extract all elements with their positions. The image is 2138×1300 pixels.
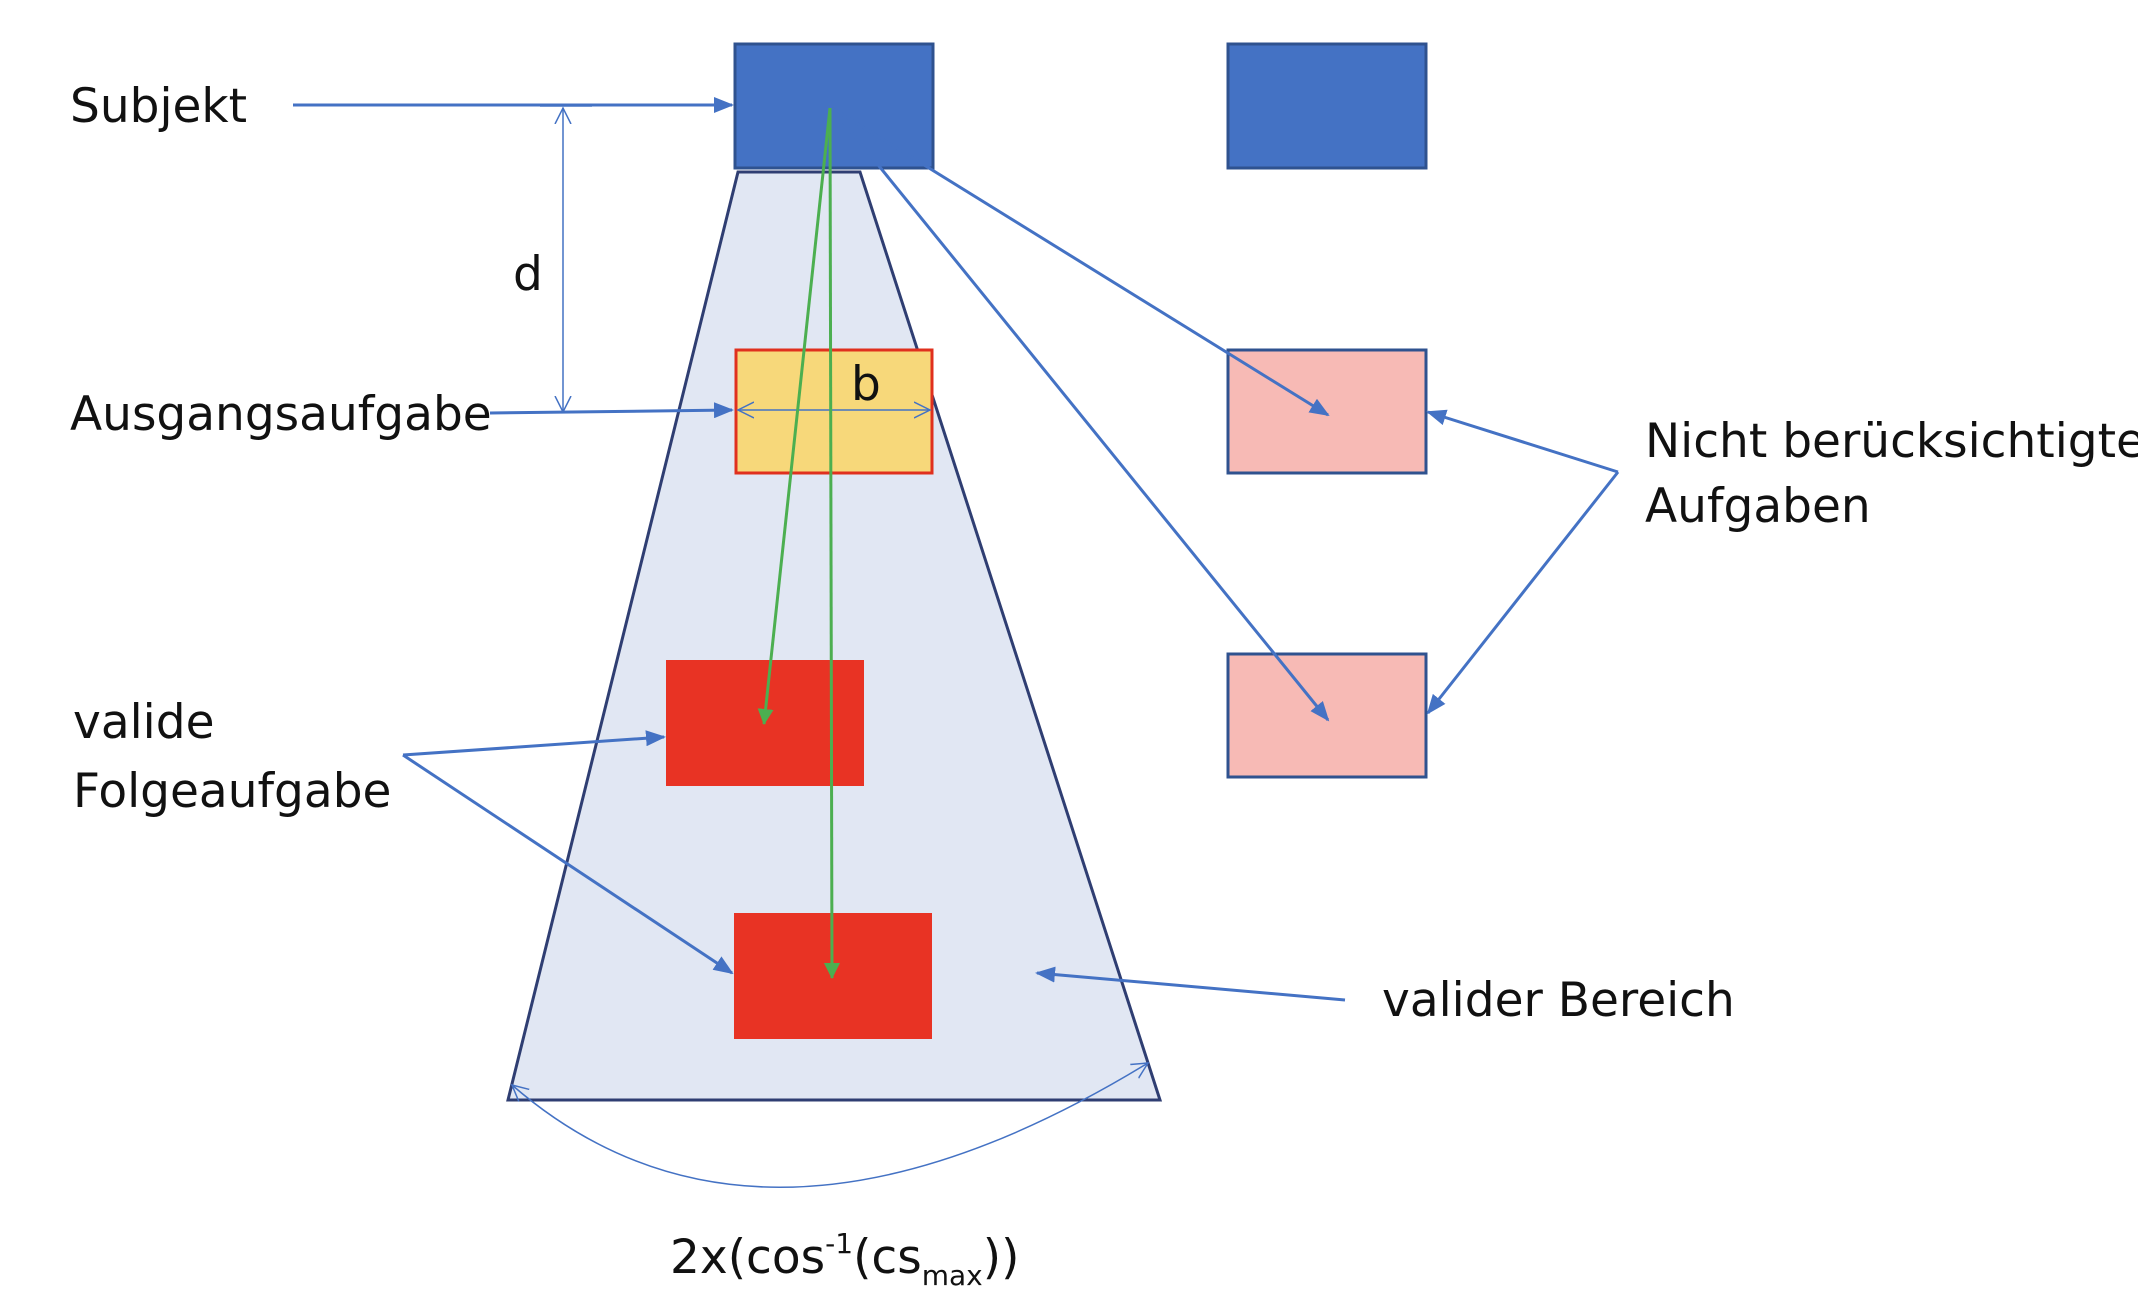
second-subject-box [1226,42,1428,170]
valid-region-pointer-arrow [1035,966,1346,1002]
ignored-task-arrow [830,107,1330,722]
ignored-tasks-pointer-arrow [1426,409,1619,474]
valid-region-shape [506,170,1163,1102]
angle-formula-subscript: max [922,1259,983,1292]
ignored-task-arrow [831,106,1330,417]
angle-formula-exponent: -1 [825,1227,853,1260]
ignored-tasks-label-line1: Nicht berücksichtigte [1645,414,2138,469]
initial-task-pointer-arrow [489,402,734,419]
angle-arc [512,1063,1148,1188]
valid-followup-pointer-arrow [402,730,666,757]
subject-box [733,42,935,170]
ignored-tasks-label-line2: Aufgaben [1645,479,1871,534]
valid-followup-label-line2: Folgeaufgabe [73,764,391,819]
valid-region-label: valider Bereich [1382,973,1735,1028]
ignored-task-box [1226,652,1428,779]
valid-followup-label-line1: valide [73,695,214,750]
initial-task-box [734,348,934,475]
angle-formula-label: 2x(cos-1(csmax)) [670,1227,1019,1292]
angle-formula-middle: (cs [853,1230,922,1285]
ignored-task-box [1226,348,1428,475]
width-label: b [851,357,881,412]
distance-label: d [513,247,543,302]
subject-label: Subjekt [70,79,247,134]
ignored-tasks-pointer-arrow [1426,471,1620,715]
initial-task-label: Ausgangsaufgabe [70,387,492,442]
angle-formula-suffix: )) [983,1230,1020,1285]
similarity-arrow [823,107,840,979]
angle-formula-prefix: 2x(cos [670,1230,825,1285]
similarity-arrow [757,107,832,725]
valid-followup-pointer-arrow [402,753,734,975]
